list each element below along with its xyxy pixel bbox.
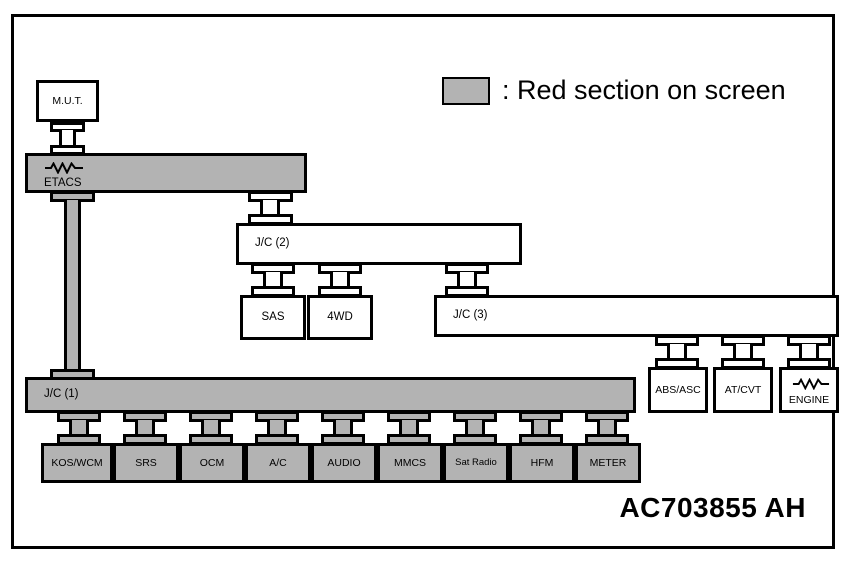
connector-stem-jc2-4wd xyxy=(330,272,350,288)
node-meter-label: METER xyxy=(589,456,627,469)
node-abs-asc-label: ABS/ASC xyxy=(655,383,701,396)
node-sas-label: SAS xyxy=(261,310,285,323)
node-hfm-label: HFM xyxy=(530,456,554,469)
connector-stem-jc1-audio xyxy=(333,420,353,436)
node-audio[interactable]: AUDIO xyxy=(311,443,377,483)
node-jc1[interactable]: J/C (1) xyxy=(25,377,636,413)
node-etacs-label: ETACS xyxy=(44,177,82,189)
connector-stem-jc1-srs xyxy=(135,420,155,436)
terminator-resistor-icon-etacs xyxy=(45,162,83,174)
node-ocm[interactable]: OCM xyxy=(179,443,245,483)
node-ocm-label: OCM xyxy=(199,456,225,469)
node-sat-radio-label: Sat Radio xyxy=(455,457,497,469)
node-abs-asc[interactable]: ABS/ASC xyxy=(648,367,708,413)
node-srs-label: SRS xyxy=(135,456,157,469)
node-mmcs-label: MMCS xyxy=(393,456,427,469)
connector-stem-jc2-sas xyxy=(263,272,283,288)
terminator-resistor-icon-engine xyxy=(792,378,830,390)
connector-stem-jc1-mmcs xyxy=(399,420,419,436)
connector-stem-jc3-engine xyxy=(799,344,819,360)
node-jc2[interactable]: J/C (2) xyxy=(236,223,522,265)
connector-stem-etacs-jc2 xyxy=(260,200,280,216)
node-etacs[interactable]: ETACS xyxy=(25,153,307,193)
node-ac[interactable]: A/C xyxy=(245,443,311,483)
connector-stem-jc1-ac xyxy=(267,420,287,436)
connector-stem-jc1-hfm xyxy=(531,420,551,436)
node-jc2-label: J/C (2) xyxy=(255,237,290,250)
bus-etacs-to-jc1 xyxy=(64,200,81,378)
connector-stem-jc1-koswcm xyxy=(69,420,89,436)
reference-code: AC703855 AH xyxy=(619,492,806,523)
node-at-cvt[interactable]: AT/CVT xyxy=(713,367,773,413)
node-ac-label: A/C xyxy=(269,456,287,469)
connector-stem-jc1-meter xyxy=(597,420,617,436)
node-sas[interactable]: SAS xyxy=(240,295,306,340)
node-at-cvt-label: AT/CVT xyxy=(724,383,762,396)
connector-stem-jc3-atcvt xyxy=(733,344,753,360)
diagram-frame: : Red section on screen M.U.T. ETACS J/C… xyxy=(11,14,839,549)
node-srs[interactable]: SRS xyxy=(113,443,179,483)
node-kos-wcm-label: KOS/WCM xyxy=(51,456,103,469)
node-mmcs[interactable]: MMCS xyxy=(377,443,443,483)
connector-stem-jc1-ocm xyxy=(201,420,221,436)
connector-stem-mut-etacs xyxy=(59,130,76,147)
node-4wd[interactable]: 4WD xyxy=(307,295,373,340)
node-jc3[interactable]: J/C (3) xyxy=(434,295,839,337)
node-mut-label: M.U.T. xyxy=(52,94,83,107)
legend: : Red section on screen xyxy=(442,75,786,106)
node-engine-label: ENGINE xyxy=(788,394,830,406)
node-sat-radio[interactable]: Sat Radio xyxy=(443,443,509,483)
node-kos-wcm[interactable]: KOS/WCM xyxy=(41,443,113,483)
node-audio-label: AUDIO xyxy=(327,456,361,469)
legend-swatch-highlight xyxy=(442,76,490,105)
connector-stem-jc2-jc3 xyxy=(457,272,477,288)
node-hfm[interactable]: HFM xyxy=(509,443,575,483)
connector-stem-jc3-abs xyxy=(667,344,687,360)
node-meter[interactable]: METER xyxy=(575,443,641,483)
legend-label: : Red section on screen xyxy=(502,75,786,105)
node-4wd-label: 4WD xyxy=(327,310,353,323)
node-jc3-label: J/C (3) xyxy=(453,309,488,322)
node-engine[interactable]: ENGINE xyxy=(779,367,839,413)
node-jc1-label: J/C (1) xyxy=(44,388,79,401)
connector-stem-jc1-satradio xyxy=(465,420,485,436)
node-mut[interactable]: M.U.T. xyxy=(36,80,99,122)
